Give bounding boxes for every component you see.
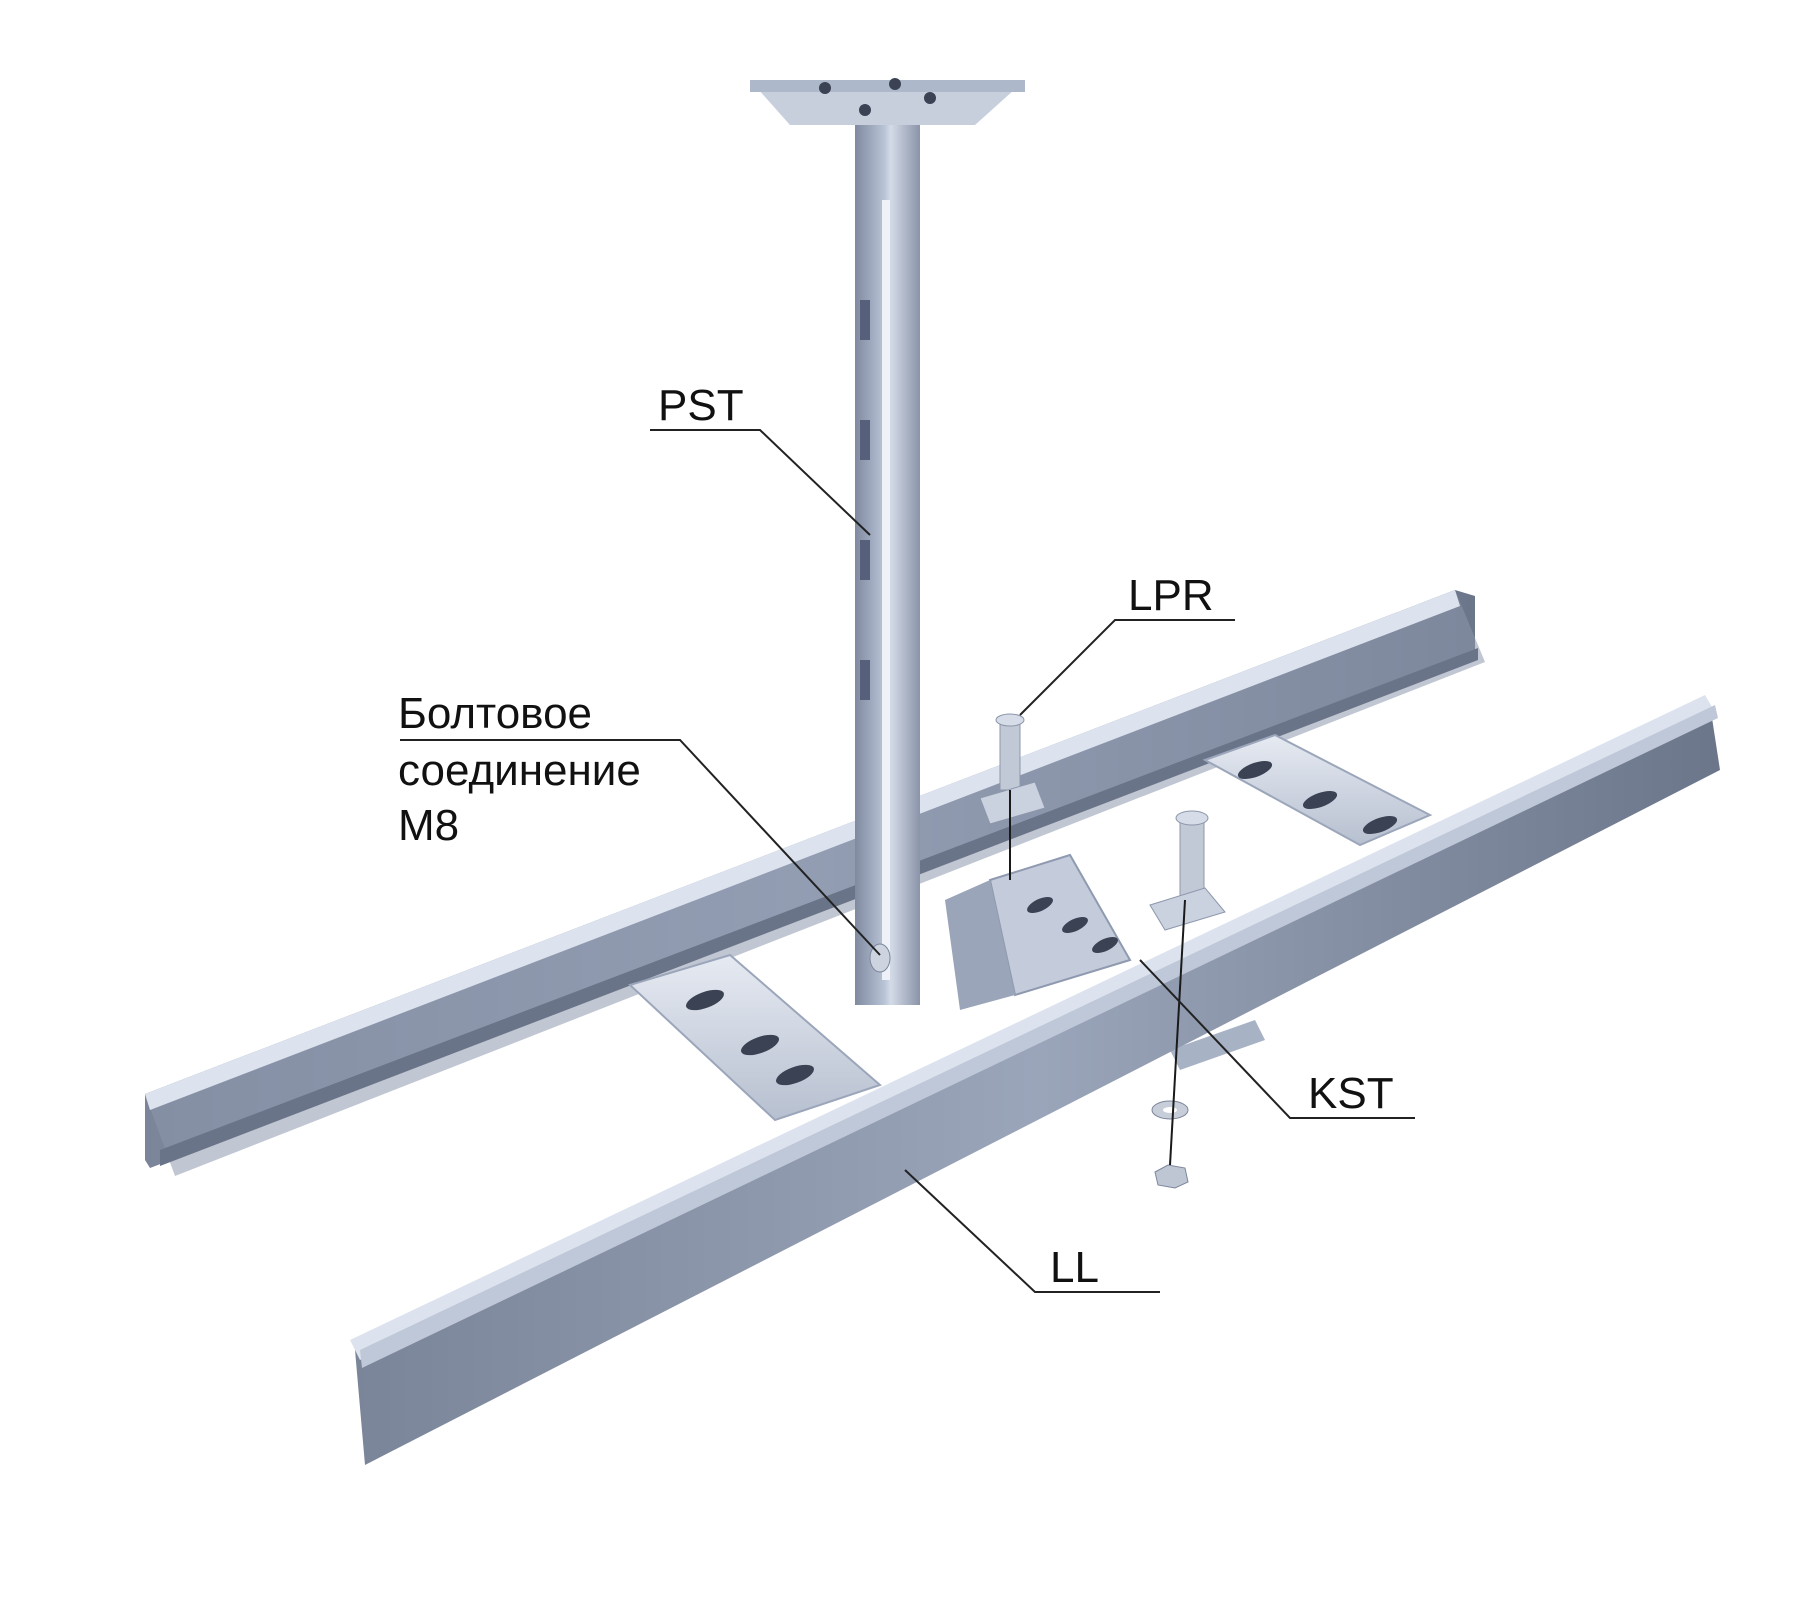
label-bolt-line2: соединение	[398, 746, 641, 795]
kst-bracket	[945, 853, 1265, 1070]
pst-post	[750, 78, 1025, 1005]
assembly-line-kst	[1169, 899, 1186, 1166]
leader-pst	[650, 429, 871, 536]
label-bolt-line3: М8	[398, 801, 459, 850]
label-bolt-line1: Болтовое	[398, 689, 592, 738]
label-ll: LL	[1050, 1243, 1099, 1292]
rung-right	[1202, 733, 1433, 847]
front-side-rail	[350, 695, 1720, 1465]
bolt-kst	[1149, 810, 1226, 1189]
leader-lpr	[1019, 619, 1235, 716]
label-kst: KST	[1308, 1069, 1394, 1118]
label-lpr: LPR	[1128, 571, 1214, 620]
bolt-lpr	[979, 713, 1046, 825]
leader-kst	[1139, 959, 1415, 1119]
leader-bolt	[400, 739, 881, 956]
label-pst: PST	[658, 381, 744, 430]
rung-left	[628, 953, 882, 1122]
leader-ll	[904, 1169, 1160, 1293]
